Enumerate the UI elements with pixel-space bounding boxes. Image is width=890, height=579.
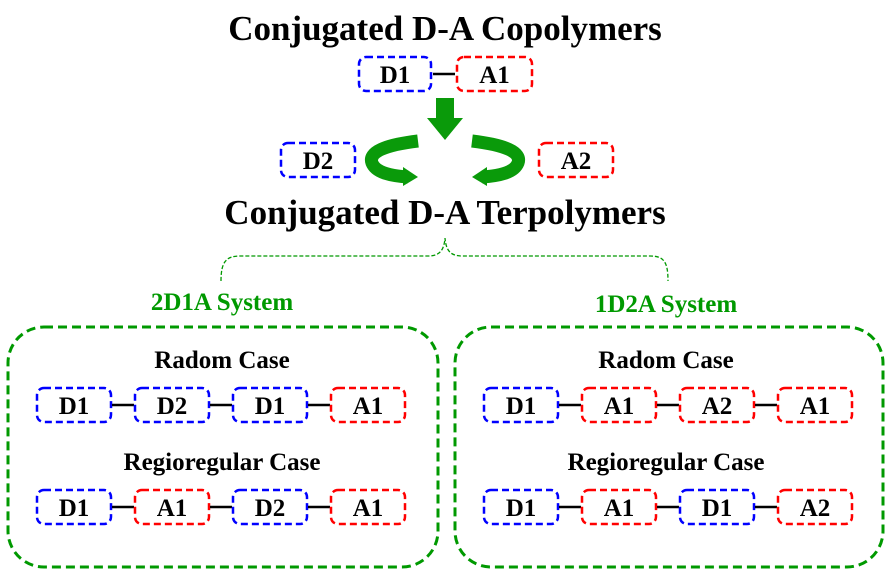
donor-unit-d2: D2 <box>133 386 211 424</box>
unit-box-outline <box>776 488 854 526</box>
unit-box-outline <box>776 386 854 424</box>
unit-box-outline <box>35 386 113 424</box>
unit-label: A1 <box>157 495 188 522</box>
donor-unit-d2: D2 <box>231 488 309 526</box>
case-title: Regioregular Case <box>568 449 765 476</box>
terpolymer-title: Conjugated D-A Terpolymers <box>224 193 665 232</box>
unit-label: D2 <box>255 495 286 522</box>
donor-unit-d2: D2 <box>279 141 357 179</box>
unit-box-outline <box>279 141 357 179</box>
acceptor-unit-a1: A1 <box>133 488 211 526</box>
unit-label: A2 <box>702 393 733 420</box>
unit-box-outline <box>678 386 756 424</box>
unit-box-outline <box>231 386 309 424</box>
system-box-2d1a <box>6 325 440 569</box>
unit-box-outline <box>580 386 658 424</box>
unit-label: A2 <box>561 148 592 175</box>
case-title: Regioregular Case <box>124 449 321 476</box>
polymer-chain-row: D1 A1 D2 A1 <box>35 488 407 526</box>
acceptor-unit-a1: A1 <box>329 488 407 526</box>
side-units: D2 A2 <box>279 141 615 179</box>
unit-label: D1 <box>255 393 286 420</box>
donor-unit-d1: D1 <box>357 55 433 93</box>
system-brace <box>220 237 669 282</box>
donor-unit-d1: D1 <box>482 488 560 526</box>
system-label-2d1a: 2D1A System <box>151 289 294 316</box>
unit-box-outline <box>678 488 756 526</box>
unit-box-outline <box>35 488 113 526</box>
unit-label: D1 <box>506 495 537 522</box>
unit-label: A1 <box>800 393 831 420</box>
polymer-chain-row: D1 A1 A2 A1 <box>482 386 854 424</box>
case-title: Radom Case <box>598 347 733 374</box>
system-label-1d2a: 1D2A System <box>595 291 738 318</box>
donor-unit-d1: D1 <box>35 488 113 526</box>
unit-label: D1 <box>380 62 411 89</box>
polymer-chain-row: D1 D2 D1 A1 <box>35 386 407 424</box>
acceptor-unit-a2: A2 <box>678 386 756 424</box>
curved-arrow-right-icon <box>471 134 525 186</box>
unit-label: A1 <box>353 393 384 420</box>
acceptor-unit-a2: A2 <box>776 488 854 526</box>
unit-label: D1 <box>59 495 90 522</box>
unit-box-outline <box>537 141 615 179</box>
donor-unit-d1: D1 <box>482 386 560 424</box>
unit-label: D1 <box>506 393 537 420</box>
unit-box-outline <box>482 488 560 526</box>
unit-box-outline <box>133 488 211 526</box>
donor-unit-d1: D1 <box>35 386 113 424</box>
copolymer-title: Conjugated D-A Copolymers <box>228 9 662 48</box>
unit-box-outline <box>133 386 211 424</box>
copolymer-unit-pair: D1 A1 <box>357 55 534 93</box>
unit-box-outline <box>329 488 407 526</box>
unit-label: A1 <box>479 62 510 89</box>
curved-arrow-left-icon <box>365 134 419 186</box>
donor-unit-d1: D1 <box>678 488 756 526</box>
unit-box-outline <box>455 55 534 93</box>
unit-box-outline <box>231 488 309 526</box>
unit-label: A1 <box>604 495 635 522</box>
unit-box-outline <box>357 55 433 93</box>
unit-box-outline <box>482 386 560 424</box>
acceptor-unit-a1: A1 <box>580 488 658 526</box>
unit-box-outline <box>580 488 658 526</box>
acceptor-unit-a1: A1 <box>776 386 854 424</box>
unit-box-outline <box>329 386 407 424</box>
unit-label: D2 <box>157 393 188 420</box>
polymer-chain-row: D1 A1 D1 A2 <box>482 488 854 526</box>
acceptor-unit-a1: A1 <box>580 386 658 424</box>
unit-label: D1 <box>59 393 90 420</box>
down-arrow-icon <box>427 98 463 140</box>
unit-label: A2 <box>800 495 831 522</box>
unit-label: D1 <box>702 495 733 522</box>
unit-label: A1 <box>353 495 384 522</box>
acceptor-unit-a2: A2 <box>537 141 615 179</box>
system-box-1d2a <box>453 325 885 569</box>
acceptor-unit-a1: A1 <box>329 386 407 424</box>
acceptor-unit-a1: A1 <box>455 55 534 93</box>
unit-label: A1 <box>604 393 635 420</box>
case-title: Radom Case <box>154 347 289 374</box>
donor-unit-d1: D1 <box>231 386 309 424</box>
unit-label: D2 <box>303 148 334 175</box>
